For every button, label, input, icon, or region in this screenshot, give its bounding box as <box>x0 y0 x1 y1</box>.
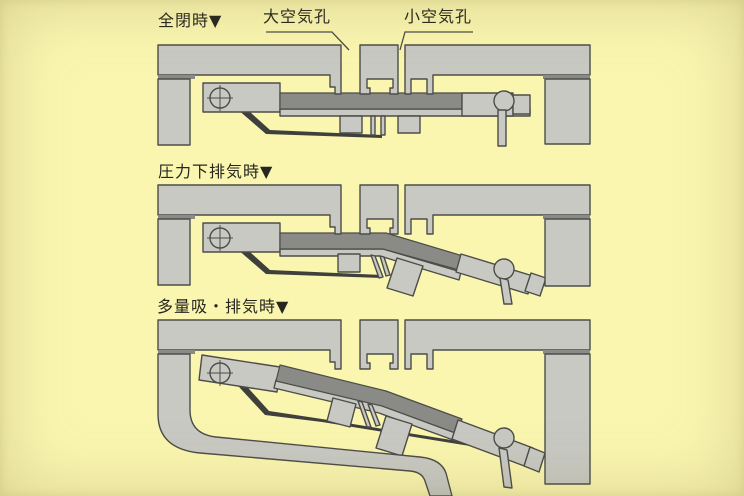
seat-block-left <box>339 115 363 134</box>
diagram-large-intake-exhaust <box>157 319 591 496</box>
roller-ball <box>493 90 515 112</box>
lever-end-plate <box>455 253 534 295</box>
housing-strip-left <box>158 215 195 219</box>
label-large-intake-exhaust: 多量吸・排気時▼ <box>157 297 290 316</box>
nozzle-pin-1 <box>370 115 376 136</box>
seat-block-left <box>326 397 357 428</box>
housing-bar-left <box>157 44 342 95</box>
leader-small-air-hole <box>399 31 473 51</box>
lever-end-plate <box>451 419 534 468</box>
housing-leg-right <box>544 78 591 145</box>
housing-strip-left <box>158 350 195 354</box>
hanging-rod <box>497 109 507 147</box>
seat-block-right <box>386 257 424 297</box>
housing-strip-right <box>543 350 590 354</box>
hanging-rod <box>498 447 513 489</box>
seat-block-left <box>337 253 361 273</box>
label-small-air-hole: 小空気孔 <box>404 7 473 26</box>
roller-ball <box>493 258 515 280</box>
housing-leg-left <box>157 218 191 286</box>
housing-strip-left <box>158 75 195 79</box>
roller-ball <box>493 427 515 449</box>
center-pillar <box>359 184 399 235</box>
end-tab <box>512 94 531 115</box>
valve-lever <box>279 92 463 110</box>
center-pillar <box>359 319 399 370</box>
housing-bar-left <box>157 184 342 235</box>
label-pressure-exhaust: 圧力下排気時▼ <box>158 162 274 181</box>
nozzle-pin-1 <box>357 400 372 428</box>
housing-leg-and-bottom-channel <box>157 353 453 496</box>
housing-bar-right <box>404 319 591 370</box>
hanging-rod <box>499 277 513 305</box>
center-pillar <box>359 44 399 95</box>
seat-block-right <box>397 115 421 134</box>
diagram-pressure-exhaust <box>157 184 591 305</box>
housing-bar-right <box>404 44 591 95</box>
diagram-fully-closed <box>157 44 591 147</box>
housing-leg-right <box>544 218 591 287</box>
housing-bar-right <box>404 184 591 235</box>
nozzle-pin-1 <box>370 254 384 279</box>
housing-strip-right <box>543 75 590 79</box>
end-tab <box>524 272 547 297</box>
nozzle-pin-2 <box>379 255 391 277</box>
housing-strip-right <box>543 215 590 219</box>
housing-leg-right <box>544 353 591 485</box>
callout-leaders <box>266 31 473 51</box>
housing-bar-left <box>157 319 342 370</box>
nozzle-pin-2 <box>367 403 381 427</box>
label-fully-closed: 全閉時▼ <box>158 11 223 30</box>
label-large-air-hole: 大空気孔 <box>263 7 332 26</box>
seat-block-right <box>375 415 413 457</box>
housing-leg-left <box>157 78 191 146</box>
end-tab <box>523 446 546 473</box>
leader-large-air-hole <box>266 31 350 51</box>
nozzle-pin-2 <box>380 115 386 136</box>
